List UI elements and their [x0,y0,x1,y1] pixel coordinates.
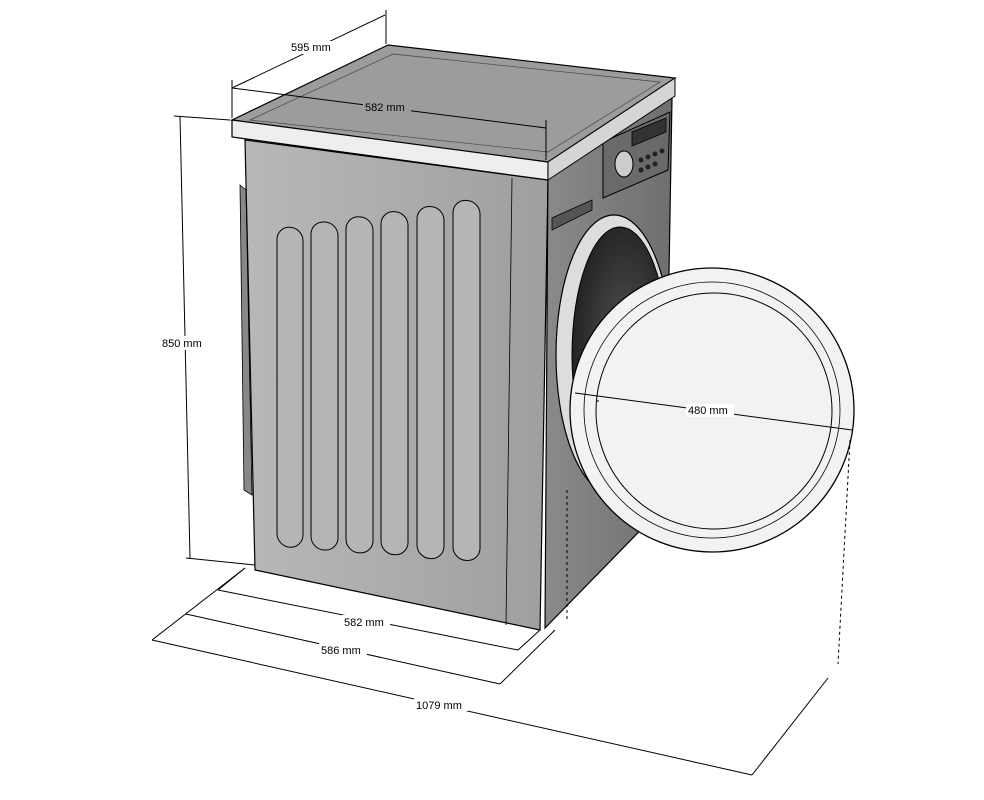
label-top-width: 582 mm [365,102,405,114]
label-base-width: 582 mm [344,617,384,629]
side-panel-edge [505,177,513,626]
vent-slot [380,211,409,556]
top-lid-side-edge [547,77,676,181]
vent-slot [452,199,481,561]
vent-slot [310,221,339,551]
control-buttons [638,148,665,173]
label-depth-door-open: 1079 mm [416,700,462,712]
label-overall-depth: 586 mm [321,645,361,657]
back-panel-edge [239,184,253,496]
dimension-labels: 595 mm 582 mm 850 mm 480 mm 582 mm 586 m… [160,41,734,712]
program-knob[interactable] [614,150,634,178]
vent-slot [416,206,445,560]
vent-slot [276,226,304,548]
vent-slot [345,216,374,554]
side-vents [276,199,481,561]
top-lid-inner-edge [248,53,662,153]
display-icon [631,117,667,147]
label-top-depth: 595 mm [291,42,331,54]
label-door-diameter: 480 mm [688,405,728,417]
detergent-drawer[interactable] [551,199,593,231]
label-height: 850 mm [162,338,202,350]
